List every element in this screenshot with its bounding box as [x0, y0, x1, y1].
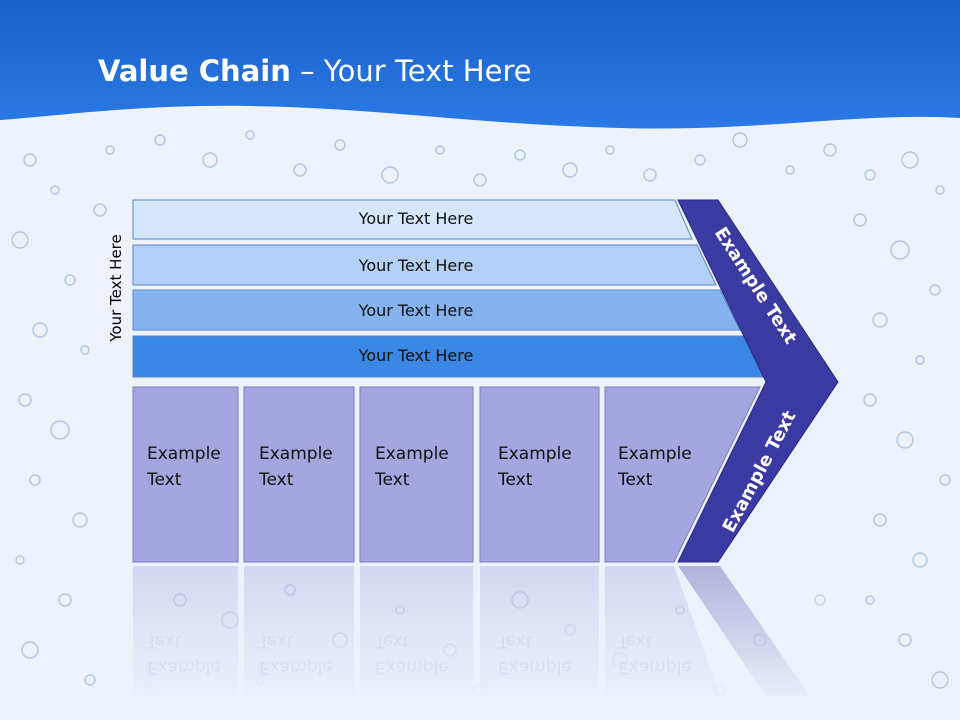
band-text-4: Your Text Here: [358, 346, 474, 365]
box-reflection-text-4: Example Text: [498, 631, 572, 677]
chevron-arrow: [677, 199, 839, 563]
vertical-label: Your Text Here: [107, 234, 125, 342]
box-text-3: Example Text: [375, 444, 449, 490]
box-reflection-text-5: Example Text: [618, 631, 692, 677]
box-4: [479, 386, 600, 563]
band-text-3: Your Text Here: [358, 301, 474, 320]
box-text-2: Example Text: [259, 444, 333, 490]
band-text-2: Your Text Here: [358, 256, 474, 275]
primary-boxes: [132, 386, 761, 563]
title-bold: Value Chain: [98, 54, 291, 88]
band-3: [132, 289, 741, 331]
box-reflection-text-2: Example Text: [259, 631, 333, 677]
box-text-1: Example Text: [147, 444, 221, 490]
support-bands: [132, 199, 765, 378]
box-reflection-text-3: Example Text: [375, 631, 449, 677]
box-3: [359, 386, 474, 563]
box-1: [132, 386, 239, 563]
page-title: Value Chain – Your Text Here: [98, 54, 532, 88]
box-2: [243, 386, 355, 563]
band-1: [132, 199, 693, 240]
band-text-1: Your Text Here: [358, 209, 474, 228]
box-reflection-text-1: Example Text: [147, 631, 221, 677]
box-text-4: Example Text: [498, 444, 572, 490]
box-text-5: Example Text: [618, 444, 692, 490]
title-rest: – Your Text Here: [290, 54, 532, 88]
header-band: [0, 0, 960, 129]
band-2: [132, 244, 717, 286]
